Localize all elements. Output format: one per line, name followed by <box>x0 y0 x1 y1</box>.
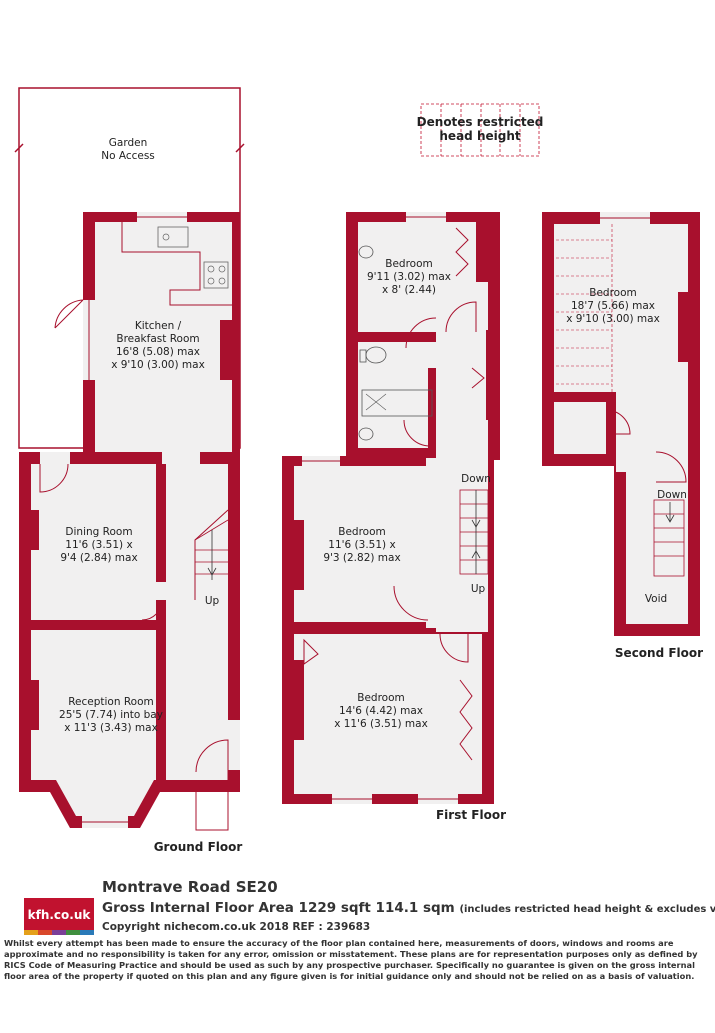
dining-label-3: 9'4 (2.84) max <box>60 552 137 564</box>
gross-internal-area: Gross Internal Floor Area 1229 sqft 114.… <box>102 900 715 916</box>
bedroom-top-label-2: 18'7 (5.66) max <box>571 300 655 312</box>
logo-stripe <box>52 930 66 935</box>
first-floor-title: First Floor <box>436 808 506 822</box>
kitchen-label-1: Kitchen / <box>135 320 182 332</box>
ground-floor: Garden No Access Kitchen / Breakfast Roo… <box>14 87 245 854</box>
garden-label-2: No Access <box>101 150 155 162</box>
bedroom-middle-label-3: 9'3 (2.82) max <box>323 552 400 564</box>
second-floor-title: Second Floor <box>615 646 703 660</box>
agency-logo: kfh.co.uk <box>24 898 94 932</box>
bedroom-front-label-2: 14'6 (4.42) max <box>339 705 423 717</box>
property-address: Montrave Road SE20 <box>102 878 278 896</box>
floor-plan: Denotes restricted head height Garden No… <box>14 87 703 854</box>
first-stair-up: Up <box>471 583 486 595</box>
bedroom-top-label-1: Bedroom <box>589 287 637 299</box>
bedroom-middle-label-2: 11'6 (3.51) x <box>328 539 395 551</box>
second-floor: Down Bedroom 18'7 (5.66) max x 9'10 (3.0… <box>542 212 703 660</box>
bedroom-rear-label-3: x 8' (2.44) <box>382 284 436 296</box>
bedroom-rear-label-2: 9'11 (3.02) max <box>367 271 451 283</box>
restricted-height-legend: Denotes restricted head height <box>417 103 544 157</box>
logo-stripe <box>66 930 80 935</box>
second-floor-stairs: Down <box>653 489 687 577</box>
reception-label-1: Reception Room <box>68 696 154 708</box>
bedroom-rear-label-1: Bedroom <box>385 258 433 270</box>
reception-label-2: 25'5 (7.74) into bay <box>59 709 163 721</box>
first-stair-down: Down <box>461 473 491 485</box>
logo-stripe <box>24 930 38 935</box>
bedroom-front-label-3: x 11'6 (3.51) max <box>334 718 428 730</box>
bedroom-top-label-3: x 9'10 (3.00) max <box>566 313 660 325</box>
dining-label-2: 11'6 (3.51) x <box>65 539 132 551</box>
kitchen-floor <box>95 222 232 452</box>
logo-text: kfh.co.uk <box>27 908 91 922</box>
first-floor: Down Up Bedroom 9'11 (3.02) max x 8' (2.… <box>282 212 506 822</box>
kitchen-label-3: 16'8 (5.08) max <box>116 346 200 358</box>
legend-line2: head height <box>439 129 520 143</box>
copyright: Copyright nichecom.co.uk 2018 REF : 2396… <box>102 921 371 933</box>
gia-note: (includes restricted head height & exclu… <box>459 904 715 915</box>
logo-stripe <box>80 930 94 935</box>
kitchen-label-2: Breakfast Room <box>116 333 199 345</box>
second-stair-down: Down <box>657 489 687 501</box>
dining-label-1: Dining Room <box>65 526 132 538</box>
gia-value: Gross Internal Floor Area 1229 sqft 114.… <box>102 900 455 916</box>
legend-line1: Denotes restricted <box>417 115 544 129</box>
ground-stair-up: Up <box>205 595 220 607</box>
logo-color-bar <box>24 930 94 935</box>
bedroom-middle-label-1: Bedroom <box>338 526 386 538</box>
logo-stripe <box>38 930 52 935</box>
void-label: Void <box>645 593 667 605</box>
kitchen-label-4: x 9'10 (3.00) max <box>111 359 205 371</box>
garden-label-1: Garden <box>109 137 147 149</box>
bedroom-front-label-1: Bedroom <box>357 692 405 704</box>
reception-label-3: x 11'3 (3.43) max <box>64 722 158 734</box>
first-floor-stairs: Down Up <box>459 473 491 595</box>
ground-floor-title: Ground Floor <box>154 840 243 854</box>
disclaimer: Whilst every attempt has been made to en… <box>4 938 698 981</box>
ground-stairs: Up <box>194 509 229 607</box>
